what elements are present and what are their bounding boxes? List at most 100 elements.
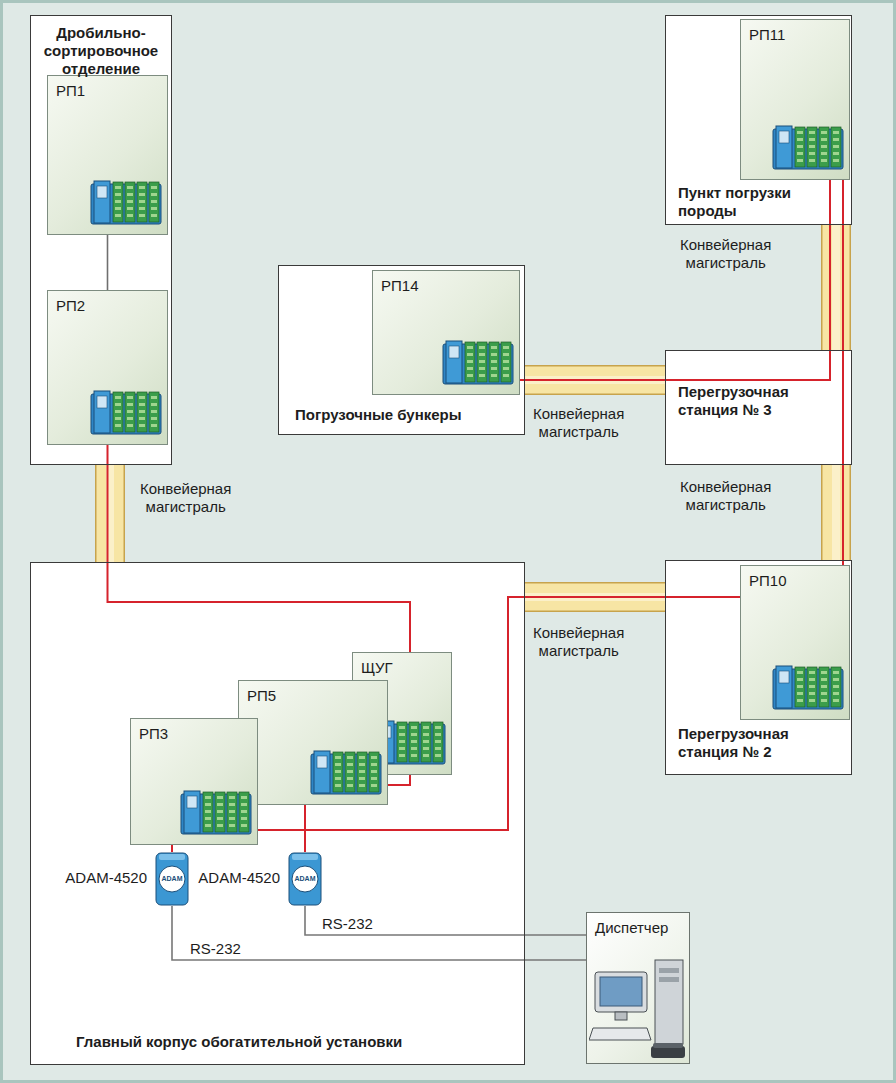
panel-box: РП1 [47,75,168,235]
plc-icon [90,178,162,228]
interface-label: RS-232 [322,915,373,933]
plc-terminal [411,747,417,750]
plc-icon [90,388,162,438]
plc-terminal [139,403,145,406]
plc-terminal [399,754,405,757]
plc-module [795,667,805,707]
network-cable [171,845,173,852]
panel-label: РП14 [381,277,418,295]
plc-module [137,392,147,432]
plc-terminal [479,346,485,349]
plc-terminal [467,353,473,356]
plc-terminal [435,747,441,750]
plc-terminal [127,410,133,413]
plc-terminal [479,367,485,370]
conveyor-label: Конвейерная магистраль [680,236,771,272]
plc-terminal [797,699,803,702]
plc-terminal [833,692,839,695]
plc-terminal [241,803,247,806]
adam-body [156,853,188,905]
building-box: Перегрузочная станция № 3 [665,350,852,465]
plc-terminal [503,367,509,370]
plc-cpu-panel [317,756,327,768]
plc-terminal [151,207,157,210]
serial-cable [172,906,586,960]
plc-terminal [833,138,839,141]
conveyor-label: Конвейерная магистраль [140,480,231,516]
panel-box: РП14 [372,270,520,395]
plc-terminal [503,360,509,363]
plc-terminal [217,803,223,806]
building-box: РП14Погрузочные бункеры [278,265,525,435]
plc-terminal [335,763,341,766]
plc-terminal [151,403,157,406]
plc-terminal [115,207,121,210]
plc-terminal [371,784,377,787]
plc-terminal [205,803,211,806]
phone-handset [653,1043,683,1048]
plc-terminal [479,353,485,356]
keyboard [589,1028,651,1040]
plc-terminal [151,200,157,203]
plc-module [149,392,159,432]
plc-terminal [833,678,839,681]
plc-terminal [115,424,121,427]
building-fill [278,265,525,435]
plc-terminal [809,699,815,702]
conveyor-label: Конвейерная магистраль [533,405,624,441]
drive-bay [659,977,679,982]
plc-terminal [139,207,145,210]
plc-terminal [359,777,365,780]
conveyor-edge [821,225,851,350]
plc-module [113,392,123,432]
adam-top [292,854,318,860]
plc-terminal [399,726,405,729]
conveyor-shine [832,465,840,560]
plc-terminal [217,817,223,820]
plc-terminal [347,756,353,759]
plc-terminal [821,138,827,141]
plc-terminal [479,374,485,377]
plc-terminal [797,131,803,134]
panel-label: РП1 [56,82,85,100]
plc-terminal [115,200,121,203]
plc-terminal [335,770,341,773]
plc-cpu [776,126,792,168]
plc-module [369,752,379,792]
plc-module [807,127,817,167]
panel-box: РП5 [238,680,388,805]
plc-terminal [229,824,235,827]
plc-terminal [797,138,803,141]
plc-terminal [467,374,473,377]
building-title: Перегрузочная станция № 2 [678,725,823,761]
plc-terminal [151,417,157,420]
plc-terminal [833,671,839,674]
plc-terminal [241,796,247,799]
plc-terminal [821,152,827,155]
plc-cpu [184,791,200,833]
plc-terminal [371,763,377,766]
plc-terminal [821,678,827,681]
plc-cpu-panel [97,186,107,198]
plc-terminal [833,159,839,162]
plc-terminal [491,353,497,356]
plc-terminal [423,733,429,736]
conveyor-fill [823,465,850,560]
plc-terminal [809,138,815,141]
plc-terminal [241,817,247,820]
plc-terminal [205,824,211,827]
plc-terminal [359,770,365,773]
plc-module [345,752,355,792]
plc-terminal [229,817,235,820]
plc-terminal [467,346,473,349]
conveyor-shine [832,225,840,350]
plc-terminal [151,186,157,189]
plc-terminal [797,152,803,155]
plc-terminal [797,159,803,162]
plc-terminal [371,756,377,759]
plc-terminal [371,770,377,773]
plc-module [465,342,475,382]
monitor [595,972,647,1012]
plc-terminal [821,671,827,674]
conveyor-band [110,465,111,562]
